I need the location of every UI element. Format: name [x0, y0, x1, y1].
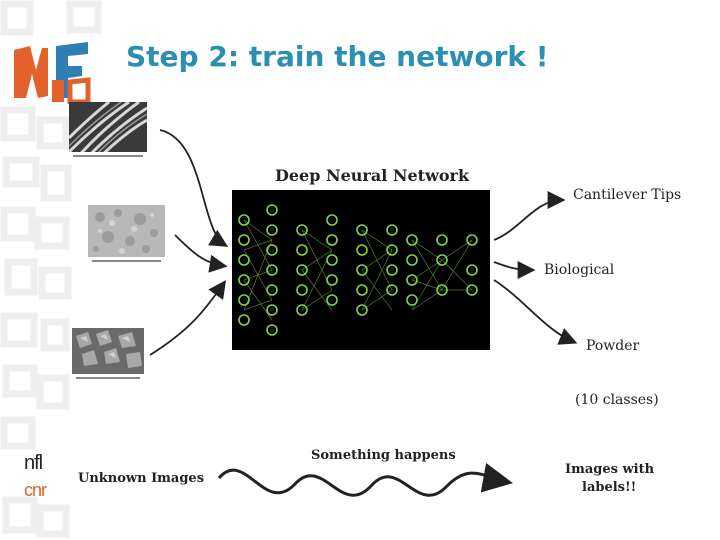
output-label-cantilever: Cantilever Tips: [573, 187, 682, 203]
neural-network-diagram: [232, 190, 490, 350]
nffa-logo-icon: [14, 42, 91, 104]
output-label-powder: Powder: [586, 338, 640, 354]
partner-logo-cnr: cnr: [24, 480, 47, 500]
bottom-input-label: Unknown Images: [78, 471, 205, 486]
classes-note: (10 classes): [575, 392, 659, 408]
bottom-process-label: Something happens: [311, 448, 456, 463]
background-pattern: [0, 0, 102, 538]
partner-logo-nfl: nfl: [24, 452, 43, 474]
sem-image-powder: [72, 328, 144, 382]
network-title: Deep Neural Network: [275, 166, 470, 185]
output-label-biological: Biological: [544, 262, 615, 278]
bottom-output-label-line1: Images with: [565, 462, 655, 477]
slide-title: Step 2: train the network !: [126, 40, 549, 73]
bottom-output-label-line2: labels!!: [582, 480, 637, 495]
sem-image-fibers: [69, 102, 147, 160]
wavy-arrow-icon: [217, 462, 513, 497]
sem-image-biological: [88, 205, 165, 265]
